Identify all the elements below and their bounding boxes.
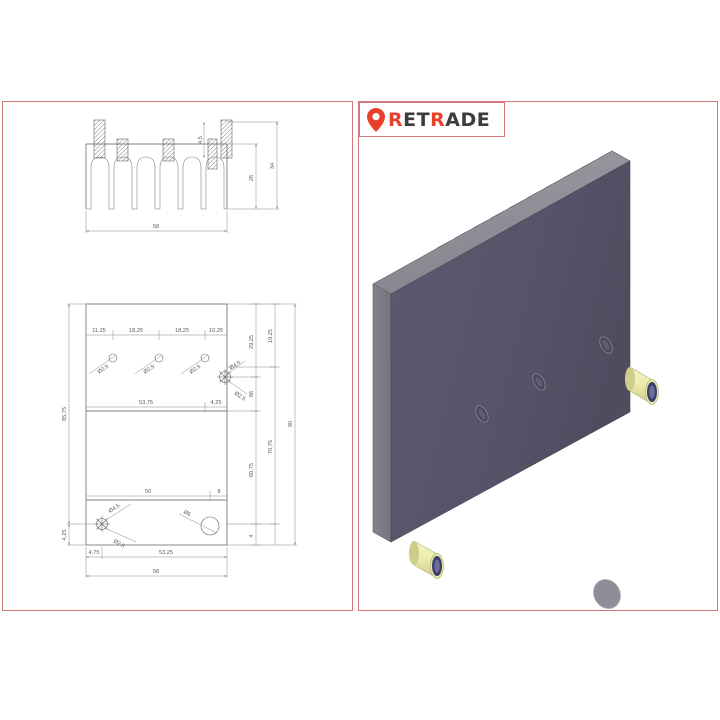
front-face-holes [475, 336, 621, 609]
callout-hole-2: Ø2.5 [143, 364, 156, 376]
callout-hole-1: Ø2.5 [97, 364, 110, 376]
dim-plan-overall-width: 58 [153, 569, 159, 575]
dim-top-2: 18,25 [129, 328, 143, 334]
brand-letter-r2: R [430, 108, 446, 131]
plan-right-dim-chains: 29,25 86 60,75 4 19,25 70,75 90 [227, 303, 297, 546]
bushing-lower-left [409, 540, 444, 579]
dim-bottom-2: 53,25 [159, 550, 173, 556]
plan-left-dim: 85,75 4,25 [62, 303, 98, 546]
location-pin-icon [367, 107, 385, 132]
base-front-face [390, 160, 631, 543]
dim-mid-2: 4,25 [211, 400, 222, 406]
fin-profile-geometry [85, 119, 233, 210]
dim-right1-3: 60,75 [249, 463, 255, 477]
callout-hole-3: Ø2.5 [189, 364, 202, 376]
dim-left-bottom: 4,25 [62, 530, 68, 541]
brand-letters-et: ET [403, 108, 431, 131]
brand-letters-ade: ADE [445, 108, 491, 131]
bushing-upper-right [625, 366, 659, 405]
callout-hole-8: Ø6 [182, 509, 191, 518]
dim-right-overall: 90 [288, 421, 294, 427]
dim-right1-4: 4 [249, 534, 255, 537]
technical-drawing-svg: 4,5 26 34 58 [62, 119, 297, 578]
dim-bottom-1: 4,75 [89, 550, 100, 556]
plan-mid-dim-chain: 53,75 4,25 [85, 400, 228, 412]
dim-boss-height: 4,5 [198, 136, 204, 144]
brand-letter-r1: R [388, 108, 404, 131]
dim-top-1: 11,25 [92, 328, 106, 334]
dim-right2-2: 70,75 [268, 440, 274, 454]
base-left-face [372, 283, 392, 543]
plan-bottom-dim-chain: 4,75 53,25 58 [85, 547, 228, 578]
3d-render-panel: RETRADE [358, 101, 718, 611]
hole-callouts: Ø2.5 Ø2.5 Ø2.5 Ø4.5 Ø2.5 Ø4.5 Ø2.5 Ø6 [88, 354, 248, 550]
brand-name: RETRADE [388, 109, 490, 131]
brand-logo[interactable]: RETRADE [359, 102, 505, 137]
dim-fin-height: 26 [249, 175, 255, 181]
callout-hole-6: Ø4.5 [108, 503, 121, 515]
dim-top-3: 18,25 [175, 328, 189, 334]
technical-drawing-panel: 4,5 26 34 58 [2, 101, 353, 611]
dim-right1-1: 29,25 [249, 335, 255, 349]
dim-right1-2: 86 [249, 391, 255, 397]
plan-lower-dim-chain: 50 8 [85, 489, 228, 501]
dim-lower-1: 50 [145, 489, 151, 495]
isometric-heatsink-render [372, 150, 659, 609]
dim-profile-width: 58 [153, 224, 159, 230]
callout-hole-4: Ø4.5 [229, 360, 242, 372]
dim-lower-2: 8 [217, 489, 220, 495]
dim-total-height: 34 [270, 163, 276, 169]
dim-right2-1: 19,25 [268, 329, 274, 343]
profile-dimensions: 4,5 26 34 58 [85, 121, 279, 233]
dim-mid-1: 53,75 [139, 400, 153, 406]
callout-hole-7: Ø2.5 [112, 539, 126, 550]
dim-top-4: 10,25 [209, 328, 223, 334]
plan-view-geometry [85, 303, 233, 546]
plan-top-dim-chain: 11,25 18,25 18,25 10,25 [85, 328, 228, 340]
dim-left-main: 85,75 [62, 407, 68, 421]
callout-hole-5: Ø2.5 [233, 391, 246, 403]
